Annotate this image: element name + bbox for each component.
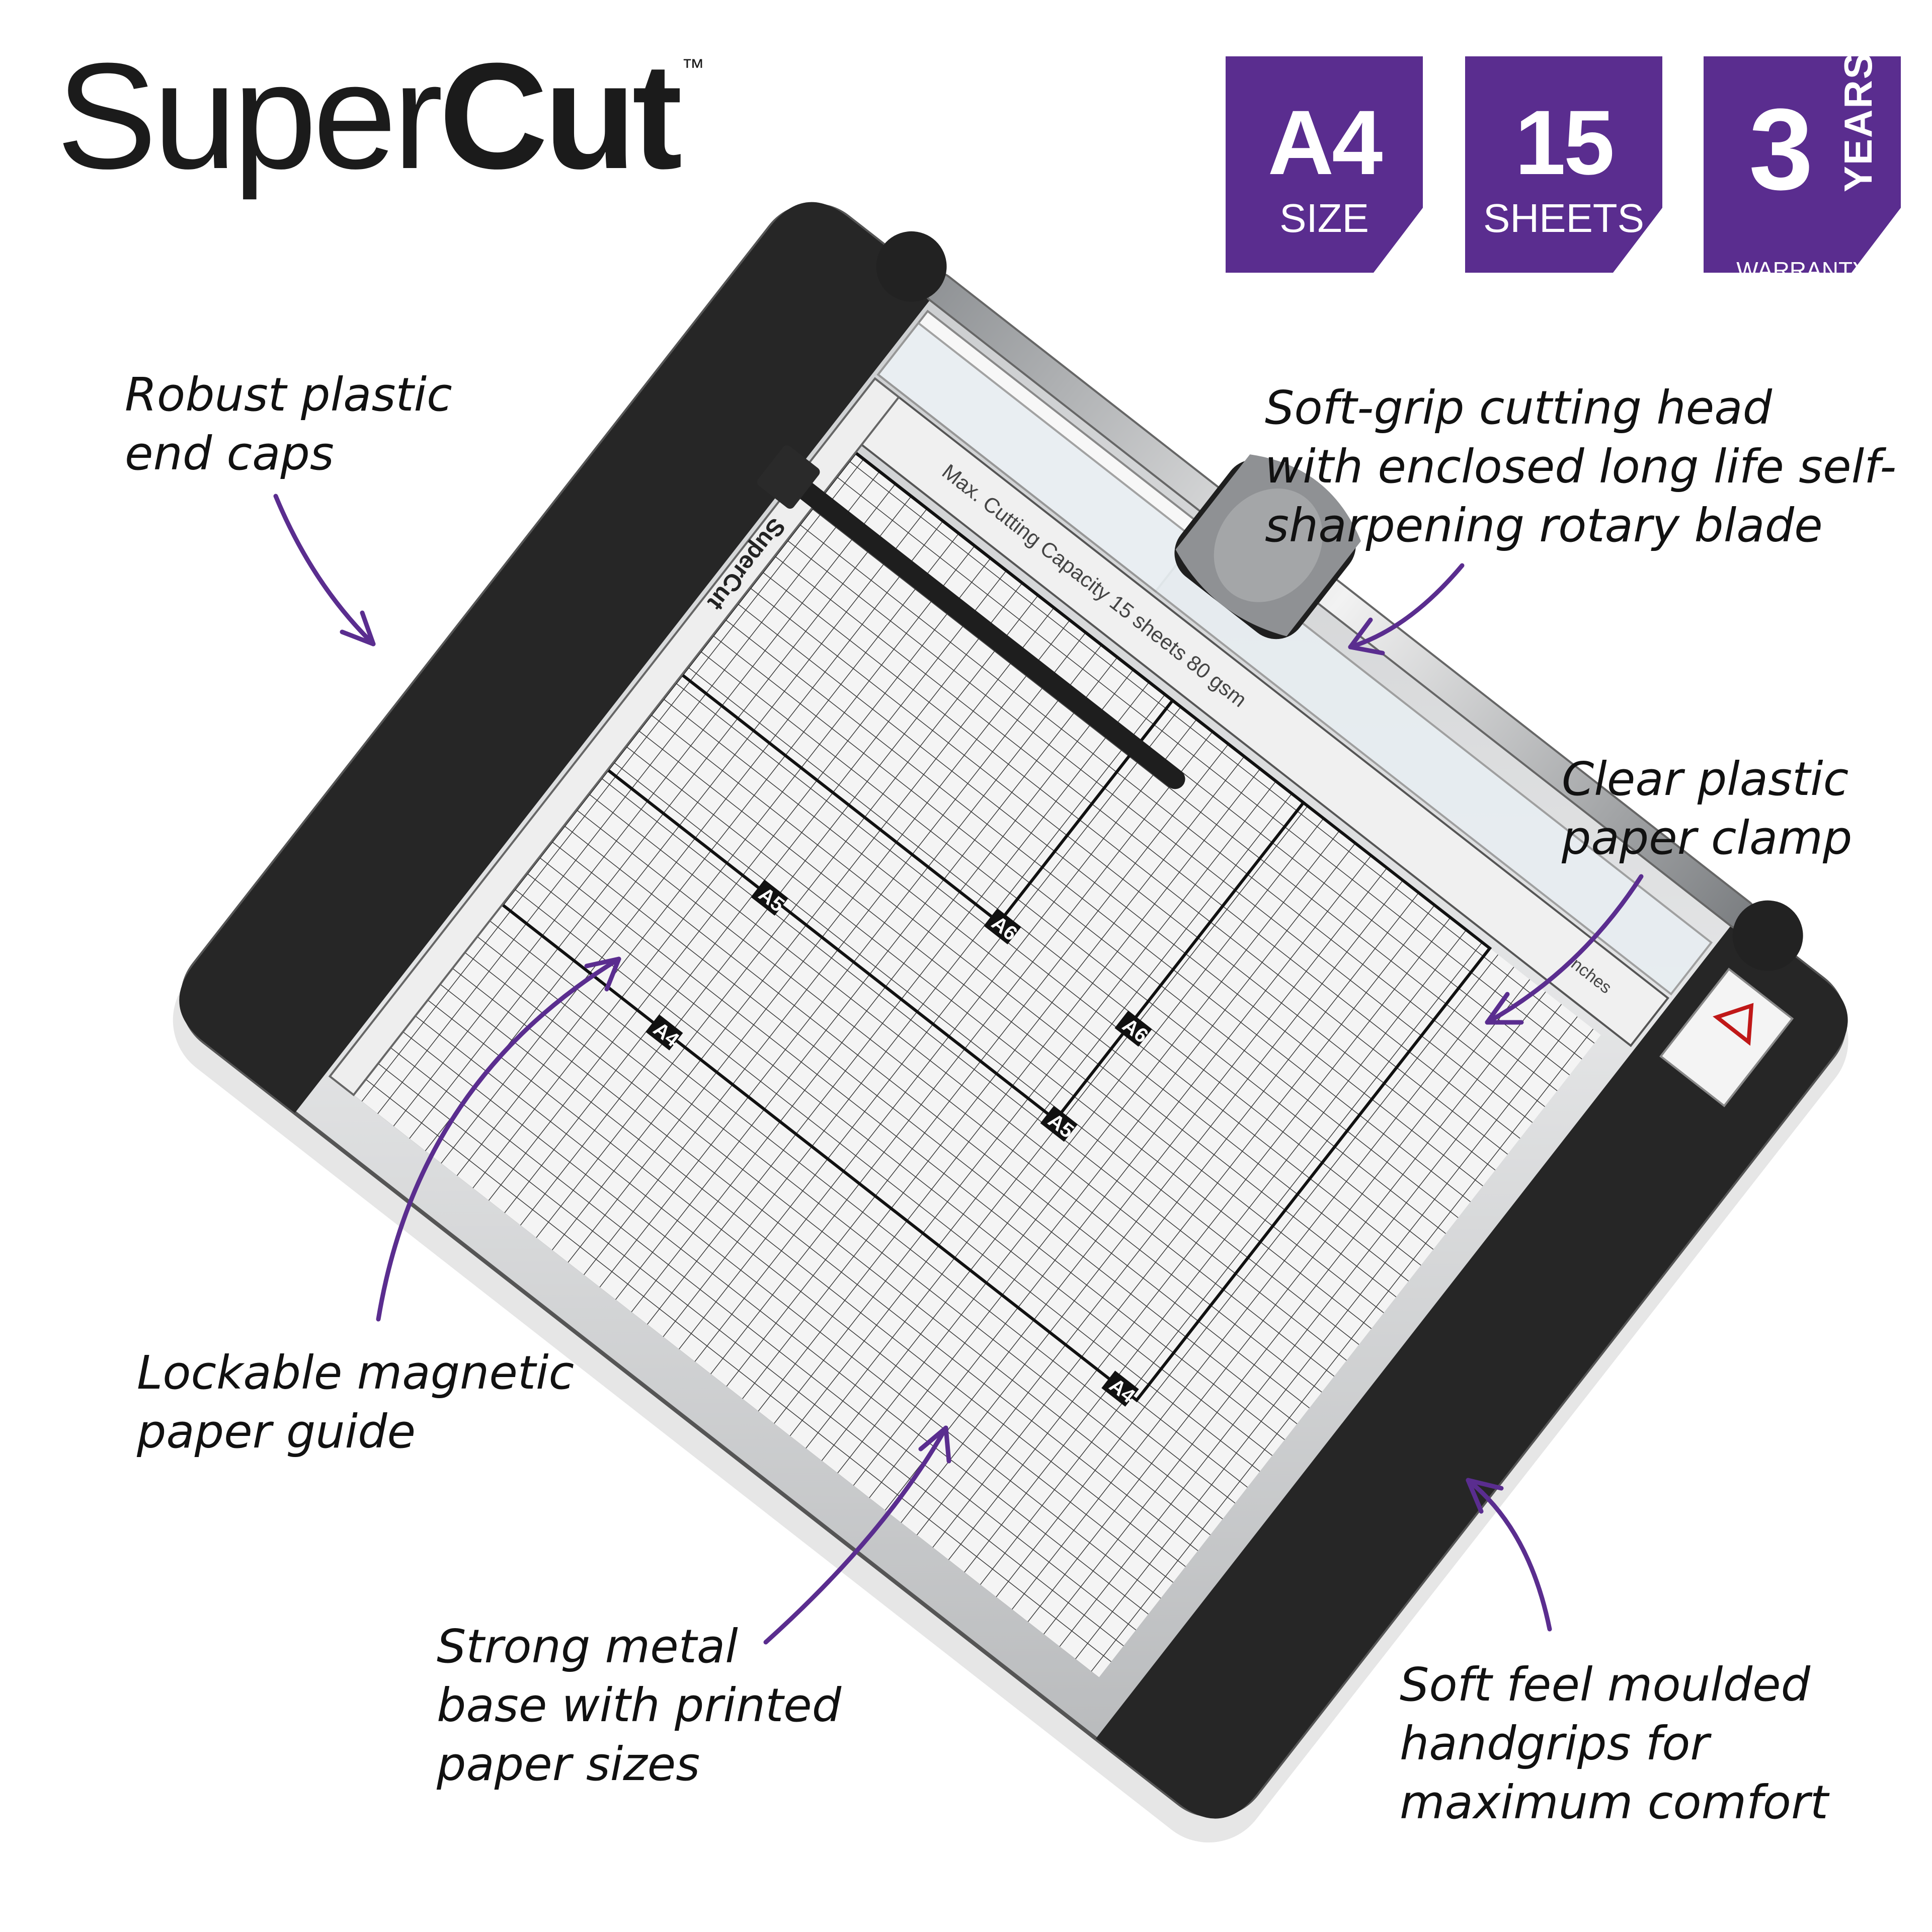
size-badge-label: SIZE	[1279, 196, 1369, 240]
trademark-symbol: ™	[681, 54, 705, 80]
callout-line: maximum comfort	[1400, 1776, 1828, 1829]
callout-line: Soft-grip cutting head	[1265, 381, 1773, 435]
magnetic-paper-guide	[784, 471, 1185, 789]
warranty-badge: 3 YEARS WARRANTY	[1704, 56, 1901, 273]
arrow-metal-base	[763, 1425, 948, 1645]
arrow-paper-guide	[376, 956, 621, 1322]
callout-metal-base: Strong metal base with printed paper siz…	[437, 1617, 841, 1794]
sheets-badge-label: SHEETS	[1483, 196, 1645, 240]
callout-line: end caps	[125, 427, 334, 480]
callout-line: paper clamp	[1562, 811, 1853, 865]
cutting-head	[1174, 454, 1361, 639]
brand-logo-light: Super	[56, 31, 443, 200]
callout-paper-clamp: Clear plastic paper clamp	[1562, 750, 1852, 867]
arrow-cutting-head	[1348, 563, 1465, 650]
callout-line: sharpening rotary blade	[1265, 499, 1823, 552]
warranty-badge-label: WARRANTY	[1736, 257, 1868, 283]
callout-line: handgrips for	[1400, 1717, 1710, 1770]
callout-end-caps: Robust plastic end caps	[125, 365, 452, 483]
arrow-handgrips	[1466, 1478, 1552, 1632]
callout-line: paper sizes	[437, 1737, 700, 1791]
size-badge-value: A4	[1267, 91, 1383, 194]
callout-paper-guide: Lockable magnetic paper guide	[137, 1343, 574, 1461]
callout-line: Soft feel moulded	[1400, 1658, 1810, 1712]
callout-line: Lockable magnetic	[137, 1346, 575, 1400]
sheets-badge: 15 SHEETS	[1465, 56, 1662, 273]
callout-line: Clear plastic	[1562, 752, 1849, 806]
callout-line: base with printed	[437, 1678, 842, 1732]
size-badge: A4 SIZE	[1226, 56, 1423, 273]
warranty-badge-value: 3	[1749, 85, 1813, 214]
callout-line: Robust plastic	[125, 368, 452, 422]
callout-line: with enclosed long life self-	[1265, 440, 1897, 494]
end-cap-left	[179, 202, 939, 1113]
sheets-badge-value: 15	[1514, 91, 1615, 194]
clear-paper-clamp	[876, 321, 1713, 996]
brand-logo-bold: Cut	[439, 31, 683, 200]
arrow-end-caps	[273, 494, 376, 647]
end-cap-right	[1095, 914, 1848, 1819]
callout-handgrips: Soft feel moulded handgrips for maximum …	[1400, 1655, 1828, 1832]
arrow-paper-clamp	[1485, 874, 1644, 1025]
callout-line: paper guide	[137, 1405, 416, 1459]
callout-line: Strong metal	[437, 1620, 738, 1673]
callout-cutting-head: Soft-grip cutting head with enclosed lon…	[1265, 378, 1896, 555]
